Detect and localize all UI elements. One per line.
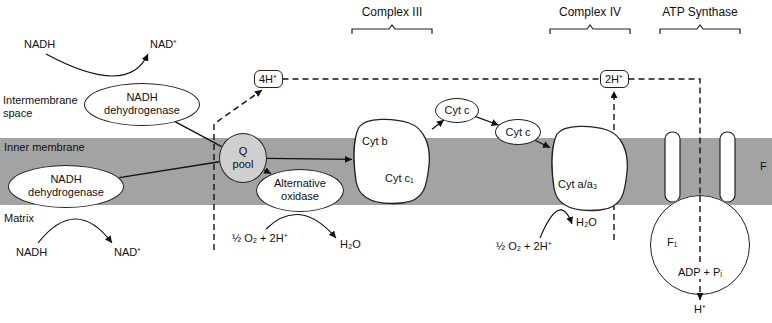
node-label: Cyt b — [362, 135, 388, 148]
cytochrome-ellipse: Cyt c — [435, 98, 479, 123]
node-label: 4H⁺ — [259, 73, 277, 86]
substrate-label: NADH — [24, 38, 55, 51]
electron-path — [432, 120, 444, 129]
node-label: Cyt c — [444, 104, 469, 117]
product-label: NAD⁺ — [150, 38, 177, 51]
q-pool-ellipse: Q pool — [219, 133, 267, 183]
complex-heading: ATP Synthase — [662, 6, 738, 19]
substrate-label: ½ O₂ + 2H⁺ — [232, 232, 288, 245]
substrate-label: ½ O₂ + 2H⁺ — [496, 240, 552, 253]
product-label: NAD⁺ — [114, 246, 141, 259]
node-label: Cyt a/a₃ — [558, 178, 597, 191]
reaction-arrow — [540, 210, 572, 238]
proton-path — [629, 79, 701, 195]
electron-path — [264, 170, 271, 174]
proton-path — [283, 78, 600, 79]
bracket — [550, 25, 630, 34]
complex-body: Cyt a/a₃ — [550, 122, 630, 212]
substrate-label: ADP + Pᵢ — [676, 266, 724, 279]
region-label: Inner membrane — [4, 141, 85, 154]
complex-outline — [352, 115, 432, 205]
part-label: F — [760, 160, 767, 173]
complex-heading: Complex IV — [559, 6, 621, 19]
complex-outline — [550, 122, 630, 212]
bracket — [660, 25, 740, 34]
node-label: Cyt c — [505, 126, 530, 139]
electron-path — [175, 122, 222, 147]
node-label: Cyt c₁ — [385, 172, 414, 185]
node-label: NADH dehydrogenase — [28, 173, 104, 199]
node-label: Alternative oxidase — [272, 177, 328, 203]
enzyme-ellipse: NADH dehydrogenase — [84, 83, 200, 126]
complex-body: Cyt b Cyt c₁ — [352, 115, 432, 205]
electron-path — [535, 140, 550, 147]
f1-circle: F₁ — [650, 195, 750, 295]
electron-path — [119, 162, 219, 178]
region-label: Matrix — [4, 212, 34, 225]
f0-stalk — [720, 132, 735, 202]
bracket — [352, 25, 432, 34]
enzyme-ellipse: NADH dehydrogenase — [8, 165, 124, 208]
node-label: 2H⁺ — [605, 73, 623, 86]
product-label: H₂O — [340, 238, 361, 251]
proton-arrow — [699, 196, 700, 300]
complex-heading: Complex III — [362, 6, 423, 19]
proton-label: H⁺ — [694, 303, 706, 316]
node-label: NADH dehydrogenase — [104, 91, 180, 117]
product-label: H₂O — [576, 216, 597, 229]
substrate-label: NADH — [16, 246, 47, 259]
f0-stalk — [665, 132, 680, 202]
node-label: Q pool — [229, 145, 257, 171]
proton-box: 2H⁺ — [600, 70, 629, 88]
node-label: F₁ — [667, 236, 677, 249]
enzyme-ellipse: Alternative oxidase — [256, 169, 344, 212]
region-label: Intermembrane space — [3, 94, 83, 120]
proton-box: 4H⁺ — [254, 70, 283, 88]
electron-path — [267, 158, 352, 159]
electron-path — [476, 117, 499, 125]
reaction-arrow — [38, 219, 112, 243]
cytochrome-ellipse: Cyt c — [495, 119, 541, 145]
reaction-arrow — [46, 54, 148, 76]
